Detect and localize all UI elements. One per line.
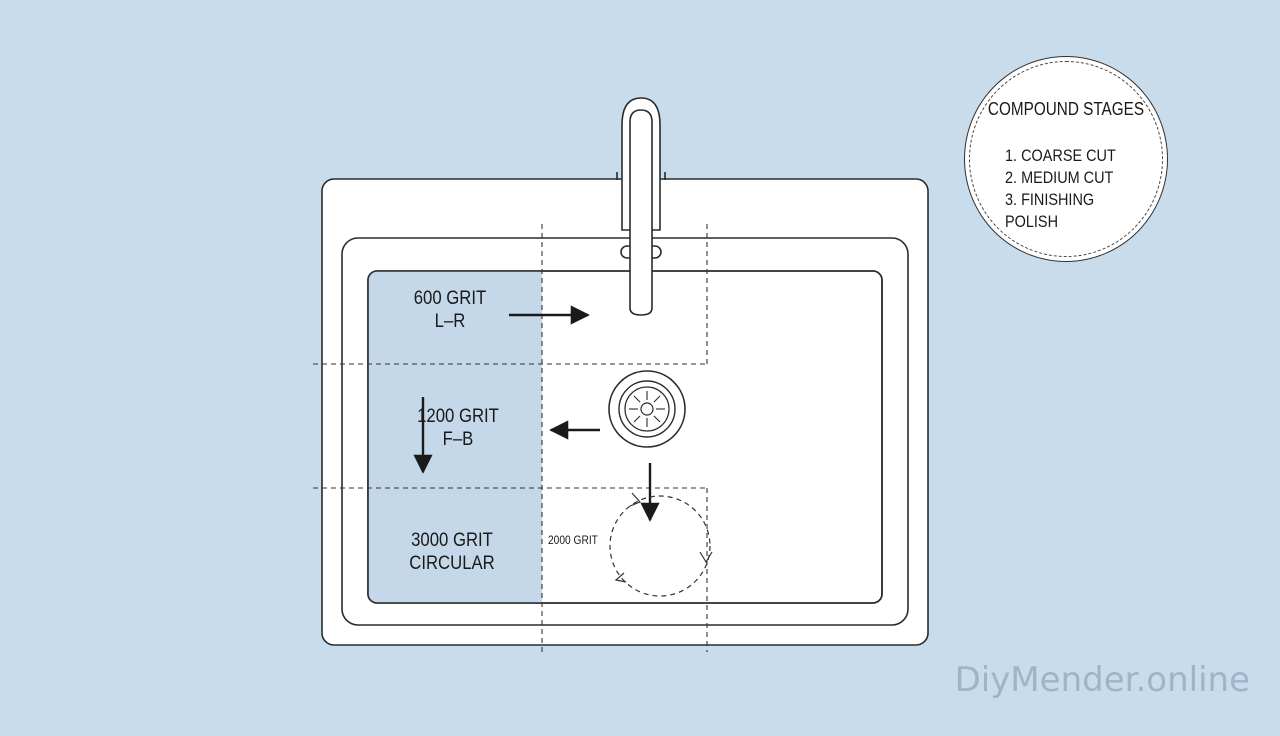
legend-item: 2. MEDIUM CUT <box>1005 168 1114 187</box>
zone-direction: CIRCULAR <box>409 553 495 574</box>
circular-motion-icon <box>609 492 713 597</box>
center-grit-label: 2000 GRIT <box>548 533 598 547</box>
legend-list: 1. COARSE CUT 2. MEDIUM CUT 3. FINISHING… <box>1005 145 1143 233</box>
zone-label-600: 600 GRIT L–R <box>397 287 503 333</box>
legend-item: 1. COARSE CUT <box>1005 146 1116 165</box>
drain-icon <box>608 370 686 448</box>
zone-grit: 1200 GRIT <box>417 406 499 427</box>
zone-dividers <box>313 224 708 652</box>
legend-item: 3. FINISHING POLISH <box>1005 190 1095 231</box>
zone-label-1200: 1200 GRIT F–B <box>405 405 511 451</box>
zone-grit: 600 GRIT <box>413 288 487 309</box>
zone-direction: L–R <box>434 311 466 332</box>
faucet-icon <box>616 97 666 316</box>
zone-label-3000: 3000 GRIT CIRCULAR <box>399 529 505 575</box>
direction-arrows <box>413 305 660 522</box>
watermark: DiyMender.online <box>954 660 1250 700</box>
zone-grit: 3000 GRIT <box>411 530 493 551</box>
legend-title: COMPOUND STAGES <box>987 99 1145 119</box>
compound-stages-legend: COMPOUND STAGES 1. COARSE CUT 2. MEDIUM … <box>964 56 1168 262</box>
zone-direction: F–B <box>442 429 474 450</box>
shaded-left-zone <box>368 271 542 603</box>
